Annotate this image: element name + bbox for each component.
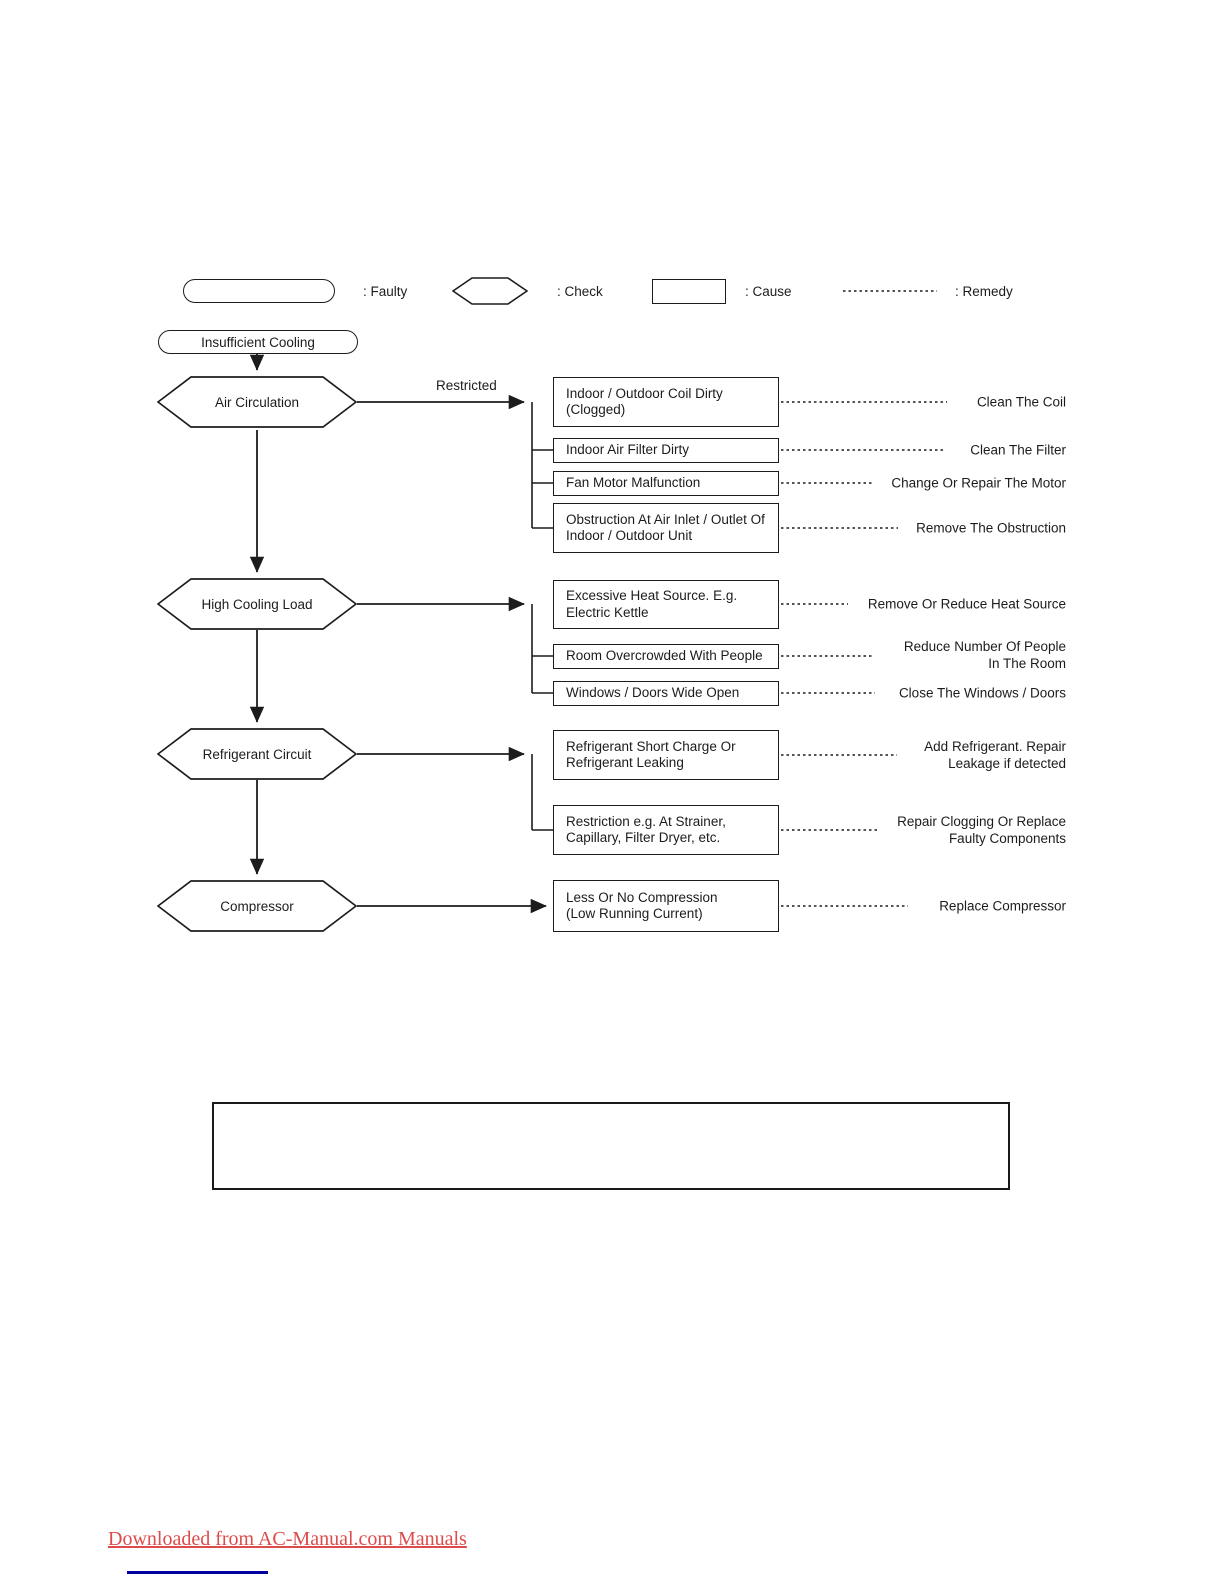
hexagon-shape xyxy=(157,376,357,428)
remedy-text: Remove The Obstruction xyxy=(916,520,1066,536)
cause-text: Fan Motor Malfunction xyxy=(566,475,701,491)
legend-check-shape xyxy=(452,277,528,305)
empty-note-box xyxy=(212,1102,1010,1190)
arrow-label-restricted: Restricted xyxy=(436,378,497,393)
legend-faulty-shape xyxy=(183,279,335,303)
cause-text: Indoor / Outdoor Coil Dirty (Clogged) xyxy=(566,385,723,418)
hexagon-shape xyxy=(157,578,357,630)
cause-text: Obstruction At Air Inlet / Outlet Of Ind… xyxy=(566,511,765,544)
start-node-label: Insufficient Cooling xyxy=(201,334,315,350)
remedy-text: Clean The Coil xyxy=(976,394,1066,410)
remedy-text: Clean The Filter xyxy=(970,442,1066,458)
cause-box: Refrigerant Short Charge Or Refrigerant … xyxy=(553,730,779,780)
cause-text: Restriction e.g. At Strainer, Capillary,… xyxy=(566,813,726,846)
check-node-label: Refrigerant Circuit xyxy=(202,746,312,762)
cause-text: Less Or No Compression (Low Running Curr… xyxy=(566,889,718,922)
hexagon-shape xyxy=(157,728,357,780)
cause-text: Indoor Air Filter Dirty xyxy=(566,442,690,458)
cause-text: Excessive Heat Source. E.g. Electric Ket… xyxy=(566,588,738,620)
cause-box: Excessive Heat Source. E.g. Electric Ket… xyxy=(553,580,779,629)
legend-cause-shape xyxy=(652,279,726,304)
remedy-text: Remove Or Reduce Heat Source xyxy=(867,596,1066,612)
cause-box: Room Overcrowded With People xyxy=(553,644,779,669)
cause-box: Indoor Air Filter Dirty xyxy=(553,438,779,463)
cause-box: Obstruction At Air Inlet / Outlet Of Ind… xyxy=(553,503,779,553)
cause-text: Windows / Doors Wide Open xyxy=(566,685,740,701)
check-node-label: Air Circulation xyxy=(214,394,300,410)
cause-text: Room Overcrowded With People xyxy=(566,648,763,664)
legend-faulty-label: : Faulty xyxy=(363,284,408,299)
cause-box: Less Or No Compression (Low Running Curr… xyxy=(553,880,779,932)
check-node-compressor: Compressor xyxy=(157,880,357,932)
cause-text: Refrigerant Short Charge Or Refrigerant … xyxy=(566,738,736,771)
cause-box: Fan Motor Malfunction xyxy=(553,471,779,496)
check-node-refrigerant-circuit: Refrigerant Circuit xyxy=(157,728,357,780)
remedy-text: Change Or Repair The Motor xyxy=(891,475,1066,491)
check-node-high-cooling-load: High Cooling Load xyxy=(157,578,357,630)
remedy-text: Close The Windows / Doors xyxy=(898,685,1066,701)
check-node-label: Compressor xyxy=(220,898,294,914)
start-node-insufficient-cooling: Insufficient Cooling xyxy=(158,330,358,354)
cause-box: Indoor / Outdoor Coil Dirty (Clogged) xyxy=(553,377,779,427)
remedy-text: Repair Clogging Or Replace Faulty Compon… xyxy=(897,814,1066,846)
ac-manual-link[interactable]: Downloaded from AC-Manual.com Manuals xyxy=(108,1528,467,1550)
cutoff-link-underline[interactable] xyxy=(127,1571,268,1574)
hexagon-shape xyxy=(157,880,357,932)
remedy-text: Add Refrigerant. Repair Leakage if detec… xyxy=(924,739,1066,771)
legend-check-label: : Check xyxy=(557,284,603,299)
legend-cause-label: : Cause xyxy=(745,284,792,299)
cause-box: Restriction e.g. At Strainer, Capillary,… xyxy=(553,805,779,855)
check-node-label: High Cooling Load xyxy=(201,596,313,612)
cause-box: Windows / Doors Wide Open xyxy=(553,681,779,706)
remedy-text: Reduce Number Of People In The Room xyxy=(903,639,1066,671)
check-node-air-circulation: Air Circulation xyxy=(157,376,357,428)
legend-remedy-label: : Remedy xyxy=(955,284,1013,299)
remedy-text: Replace Compressor xyxy=(939,898,1066,914)
